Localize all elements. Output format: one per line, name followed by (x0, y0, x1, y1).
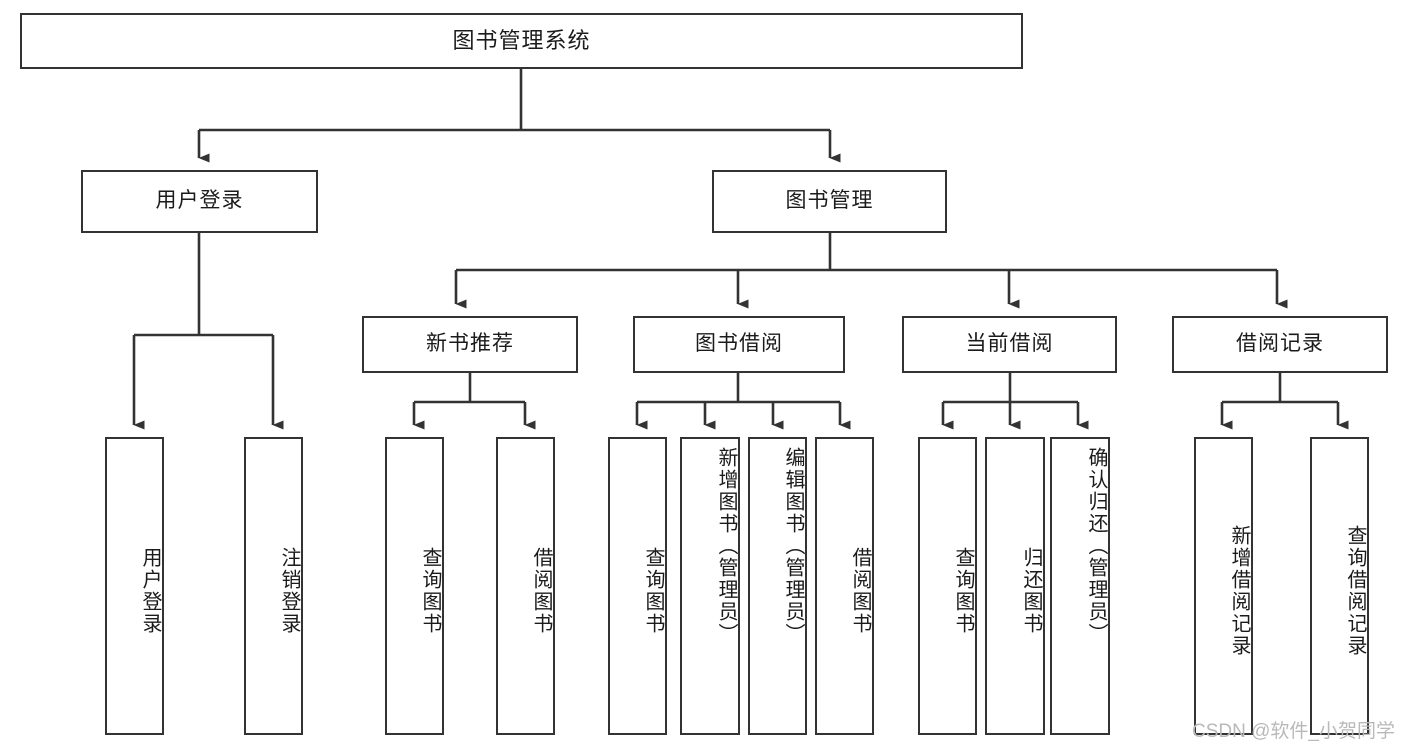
node-label: 当前借阅 (965, 332, 1054, 356)
node-label: 注销登录 (278, 547, 300, 635)
leaf-query-book-current[interactable]: 查询图书 (918, 437, 977, 735)
node-new-book-recommend[interactable]: 新书推荐 (362, 316, 578, 373)
node-label: 借阅记录 (1236, 332, 1324, 356)
leaf-return-book[interactable]: 归还图书 (985, 437, 1045, 735)
leaf-query-book-borrow[interactable]: 查询图书 (608, 437, 667, 735)
node-label: 查询借阅记录 (1344, 525, 1366, 657)
node-label: 确认归还（管理员） (1085, 447, 1107, 645)
node-borrow-record[interactable]: 借阅记录 (1172, 316, 1388, 373)
node-label: 归还图书 (1020, 547, 1042, 635)
leaf-add-book-admin[interactable]: 新增图书（管理员） (680, 437, 740, 735)
node-book-borrow[interactable]: 图书借阅 (633, 316, 845, 373)
node-label: 图书管理 (785, 189, 874, 213)
leaf-borrow-book-new-book[interactable]: 借阅图书 (496, 437, 555, 735)
leaf-edit-book-admin[interactable]: 编辑图书（管理员） (748, 437, 807, 735)
node-label: 图书借阅 (695, 332, 783, 356)
leaf-user-login[interactable]: 用户登录 (105, 437, 164, 735)
node-label: 图书管理系统 (452, 28, 591, 54)
leaf-confirm-return-admin[interactable]: 确认归还（管理员） (1050, 437, 1110, 735)
node-current-borrow[interactable]: 当前借阅 (902, 316, 1117, 373)
csdn-watermark: CSDN @软件_小贺同学 (1192, 721, 1395, 742)
node-label: 用户登录 (155, 189, 244, 213)
leaf-query-borrow-record[interactable]: 查询借阅记录 (1310, 437, 1369, 735)
node-book-management[interactable]: 图书管理 (712, 170, 947, 233)
node-label: 查询图书 (642, 547, 664, 635)
leaf-borrow-book-borrow[interactable]: 借阅图书 (815, 437, 874, 735)
node-label: 查询图书 (419, 547, 441, 635)
node-label: 借阅图书 (530, 547, 552, 635)
node-label: 查询图书 (952, 547, 974, 635)
leaf-add-borrow-record[interactable]: 新增借阅记录 (1194, 437, 1253, 735)
leaf-query-book-new-book[interactable]: 查询图书 (385, 437, 444, 735)
node-label: 编辑图书（管理员） (782, 447, 804, 645)
node-label: 新增图书（管理员） (715, 447, 737, 645)
node-label: 借阅图书 (849, 547, 871, 635)
node-label: 新书推荐 (426, 332, 514, 356)
node-label: 用户登录 (139, 547, 161, 635)
leaf-logout-login[interactable]: 注销登录 (244, 437, 303, 735)
node-label: 新增借阅记录 (1228, 525, 1250, 657)
node-root-book-management-system[interactable]: 图书管理系统 (20, 13, 1023, 69)
node-user-login[interactable]: 用户登录 (81, 170, 318, 233)
